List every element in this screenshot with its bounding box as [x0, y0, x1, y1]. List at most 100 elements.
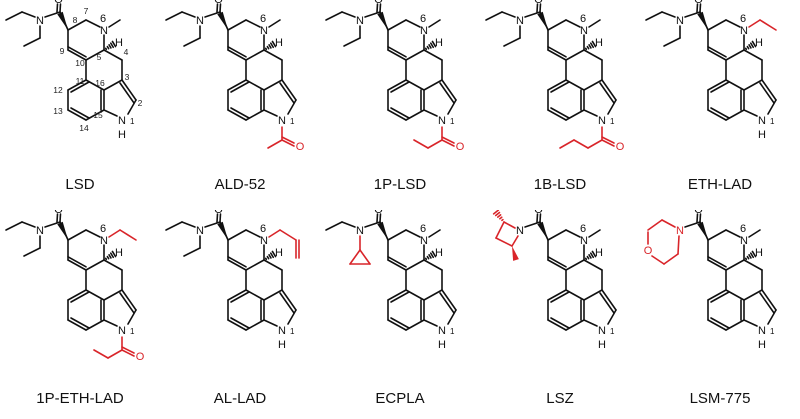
aromatic-bond — [390, 107, 410, 119]
pyrrole-double-bond — [279, 82, 295, 104]
c5-hash-bond — [111, 250, 117, 258]
c5-hash-bond — [744, 47, 748, 51]
bond — [661, 11, 676, 18]
bond — [343, 37, 361, 47]
pyrrole-double-bond — [439, 82, 455, 104]
morpholine-nitrogen: N — [676, 225, 684, 237]
pyrrole-double-bond — [119, 292, 135, 314]
c8-wedge — [377, 11, 388, 30]
double-bond — [227, 45, 247, 58]
pyrrole-double-bond — [441, 79, 457, 101]
bond — [23, 37, 41, 47]
n6-methyl-bond — [588, 229, 601, 238]
c5-hash-bond — [588, 254, 592, 259]
bond — [405, 19, 421, 28]
n1-acyl-bond — [559, 139, 575, 149]
n1-acyl-carbonyl — [121, 346, 135, 354]
carbonyl-bond — [699, 3, 702, 13]
bond — [341, 221, 356, 228]
bond — [85, 19, 101, 28]
bond — [85, 49, 105, 61]
bond — [405, 49, 425, 61]
n6-nitrogen: N — [260, 25, 268, 37]
pyrrole-double-bond — [439, 292, 455, 314]
carbonyl-bond — [59, 213, 62, 223]
bond — [524, 221, 541, 228]
bond — [767, 309, 777, 325]
n1-nitrogen: N — [438, 325, 446, 337]
c5-hash-bond — [584, 257, 588, 261]
n1-acyl-bond — [573, 139, 589, 149]
carbonyl-bond — [216, 3, 219, 13]
amide-nitrogen: N — [516, 225, 524, 237]
morpholine-bond — [661, 219, 676, 228]
n6-methyl-bond — [588, 19, 601, 28]
bond — [387, 229, 407, 241]
pyrrole-double-bond — [601, 289, 617, 311]
morpholine-bond — [663, 253, 679, 265]
bond — [245, 49, 265, 61]
n6-nitrogen: N — [580, 235, 588, 247]
carbonyl-oxygen: O — [694, 210, 703, 216]
c5-hash-bond — [106, 45, 110, 50]
c8-wedge — [57, 221, 68, 240]
bond — [485, 11, 503, 21]
aromatic-bond — [710, 317, 730, 329]
n1-number: 1 — [770, 327, 775, 336]
morpholine-bond — [651, 255, 665, 265]
c5-hash-bond — [746, 45, 750, 50]
bond — [287, 309, 297, 325]
bond — [405, 109, 425, 121]
aromatic-bond — [67, 289, 87, 301]
morpholine-bond — [677, 235, 680, 255]
bond — [287, 99, 297, 115]
bond — [707, 19, 727, 31]
compound-name: 1B-LSD — [533, 176, 587, 193]
aromatic-bond — [710, 107, 730, 119]
atom-number-16: 16 — [95, 78, 105, 88]
bond — [103, 109, 118, 117]
pyrrole-double-bond — [759, 292, 775, 314]
double-bond — [547, 259, 567, 271]
n1-acyl-bond — [413, 139, 429, 149]
n1-hydrogen: H — [758, 129, 766, 141]
n1-nitrogen: N — [438, 115, 446, 127]
bond — [583, 79, 603, 91]
bond — [165, 11, 183, 21]
compound-name: LSZ — [546, 390, 574, 407]
n6-methyl-bond — [108, 19, 121, 28]
n1-acyl-bond — [587, 139, 603, 149]
carbonyl-bond — [379, 213, 382, 223]
double-bond — [707, 45, 727, 58]
aromatic-bond — [67, 109, 87, 121]
n6-number: 6 — [260, 223, 266, 235]
atom-number-14: 14 — [79, 123, 89, 133]
double-bond — [67, 49, 87, 61]
bond — [725, 259, 745, 271]
n1-acyl-bond — [107, 349, 123, 359]
aromatic-bond — [707, 79, 727, 91]
aromatic-bond — [710, 81, 730, 93]
carbonyl-oxygen: O — [374, 210, 383, 216]
cyclopropyl-bond — [359, 249, 371, 265]
bond — [183, 247, 201, 257]
c5-hash-bond — [269, 252, 275, 259]
n6-number: 6 — [100, 13, 106, 25]
bond — [325, 11, 343, 21]
bond — [165, 221, 183, 231]
n1-nitrogen: N — [758, 325, 766, 337]
bond — [767, 99, 777, 115]
aromatic-bond — [227, 289, 247, 301]
c5-hash-bond — [109, 252, 115, 259]
azetidine-methyl-wedge — [512, 246, 519, 261]
carbonyl-oxygen: O — [374, 0, 383, 6]
c5-hydrogen: H — [435, 37, 443, 49]
aromatic-bond — [547, 319, 567, 331]
